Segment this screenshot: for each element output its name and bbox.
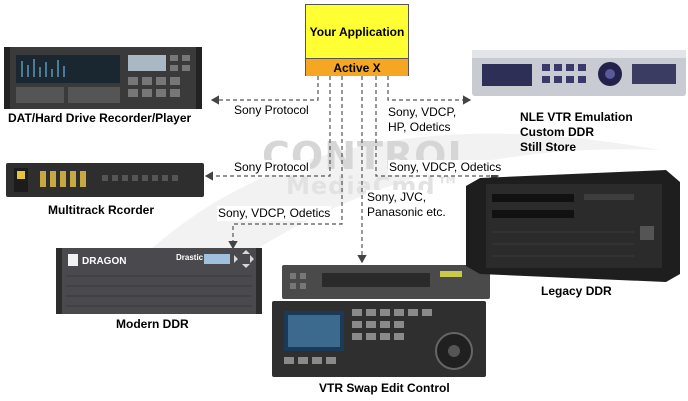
connector-nle: [388, 76, 470, 100]
connector-dat: [212, 76, 318, 100]
device-label-modern-ddr: Modern DDR: [116, 317, 189, 332]
protocol-nle-line2: HP, Odetics: [387, 120, 451, 135]
protocol-vtr-swap-line1: Sony, JVC,: [366, 190, 427, 205]
protocol-dat: Sony Protocol: [233, 103, 310, 118]
device-label-vtr-swap: VTR Swap Edit Control: [319, 381, 450, 396]
device-label-multitrack: Multitrack Rcorder: [48, 203, 154, 218]
modern-ddr-image: DRAGON Drastic: [56, 248, 262, 314]
legacy-ddr-image: [466, 170, 680, 282]
application-title: Your Application: [306, 5, 408, 58]
dragon-brand-text: DRAGON: [82, 256, 126, 267]
device-label-legacy: Legacy DDR: [541, 284, 612, 299]
protocol-nle-line1: Sony, VDCP,: [387, 105, 457, 120]
activex-layer: Active X: [306, 58, 408, 76]
protocol-multitrack: Sony Protocol: [233, 160, 310, 175]
device-label-nle-line1: NLE VTR Emulation: [520, 110, 633, 125]
multitrack-recorder-image: [6, 163, 204, 197]
device-label-dat: DAT/Hard Drive Recorder/Player: [8, 111, 191, 126]
device-label-nle-line3: Still Store: [520, 140, 576, 155]
application-box: Your Application Active X: [305, 4, 409, 76]
vtr-swap-image: [272, 265, 490, 377]
protocol-modern-ddr: Sony, VDCP, Odetics: [217, 206, 331, 221]
device-label-nle-line2: Custom DDR: [520, 125, 594, 140]
drastic-brand-text: Drastic: [176, 253, 204, 262]
protocol-vtr-swap-line2: Panasonic etc.: [366, 205, 447, 220]
nle-emulation-image: [472, 50, 686, 96]
dat-recorder-image: [4, 47, 202, 109]
